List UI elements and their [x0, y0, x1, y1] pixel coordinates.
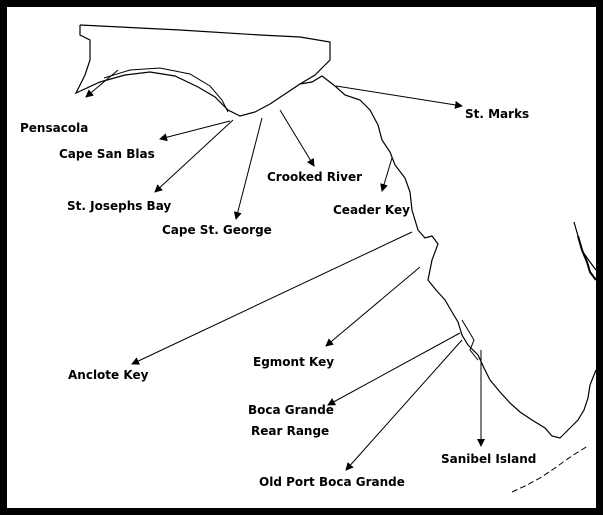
label-st-josephs-bay: St. Josephs Bay: [67, 199, 172, 213]
tampa-bay: [461, 319, 479, 361]
arrow-anclote-key: [131, 231, 413, 365]
label-ceader-key: Ceader Key: [333, 203, 410, 217]
arrow-old-port-boca-grande: [345, 339, 463, 471]
arrow-cape-san-blas: [159, 120, 231, 142]
label-pensacola: Pensacola: [20, 121, 89, 135]
florida-coastline: [74, 25, 596, 439]
arrow-pensacola: [85, 69, 119, 98]
arrow-cape-st-george: [233, 117, 263, 220]
map-drawing: [74, 24, 596, 493]
arrow-ceader-key: [380, 157, 393, 192]
florida-map: Pensacola Cape San Blas St. Josephs Bay …: [7, 7, 596, 508]
arrow-st-marks: [335, 85, 463, 109]
label-sanibel-island: Sanibel Island: [441, 452, 537, 466]
arrow-egmont-key: [325, 266, 421, 347]
pointer-arrows: [85, 69, 485, 471]
label-boca-grande: Boca Grande: [248, 403, 334, 417]
arrow-st-josephs-bay: [154, 119, 234, 193]
arrow-crooked-river: [279, 109, 315, 167]
label-egmont-key: Egmont Key: [253, 355, 335, 369]
label-cape-san-blas: Cape San Blas: [59, 147, 155, 161]
label-st-marks: St. Marks: [465, 107, 530, 121]
keys-chain: [511, 445, 589, 493]
panhandle-barrier-island: [103, 67, 229, 113]
state-border: [79, 24, 331, 85]
label-anclote-key: Anclote Key: [68, 368, 149, 382]
label-old-port-boca-grande: Old Port Boca Grande: [259, 475, 405, 489]
label-cape-st-george: Cape St. George: [162, 223, 272, 237]
label-rear-range: Rear Range: [251, 424, 330, 438]
label-crooked-river: Crooked River: [267, 170, 363, 184]
arrow-boca-grande-rear-range: [327, 332, 461, 406]
lake-shore-east: [577, 235, 596, 281]
